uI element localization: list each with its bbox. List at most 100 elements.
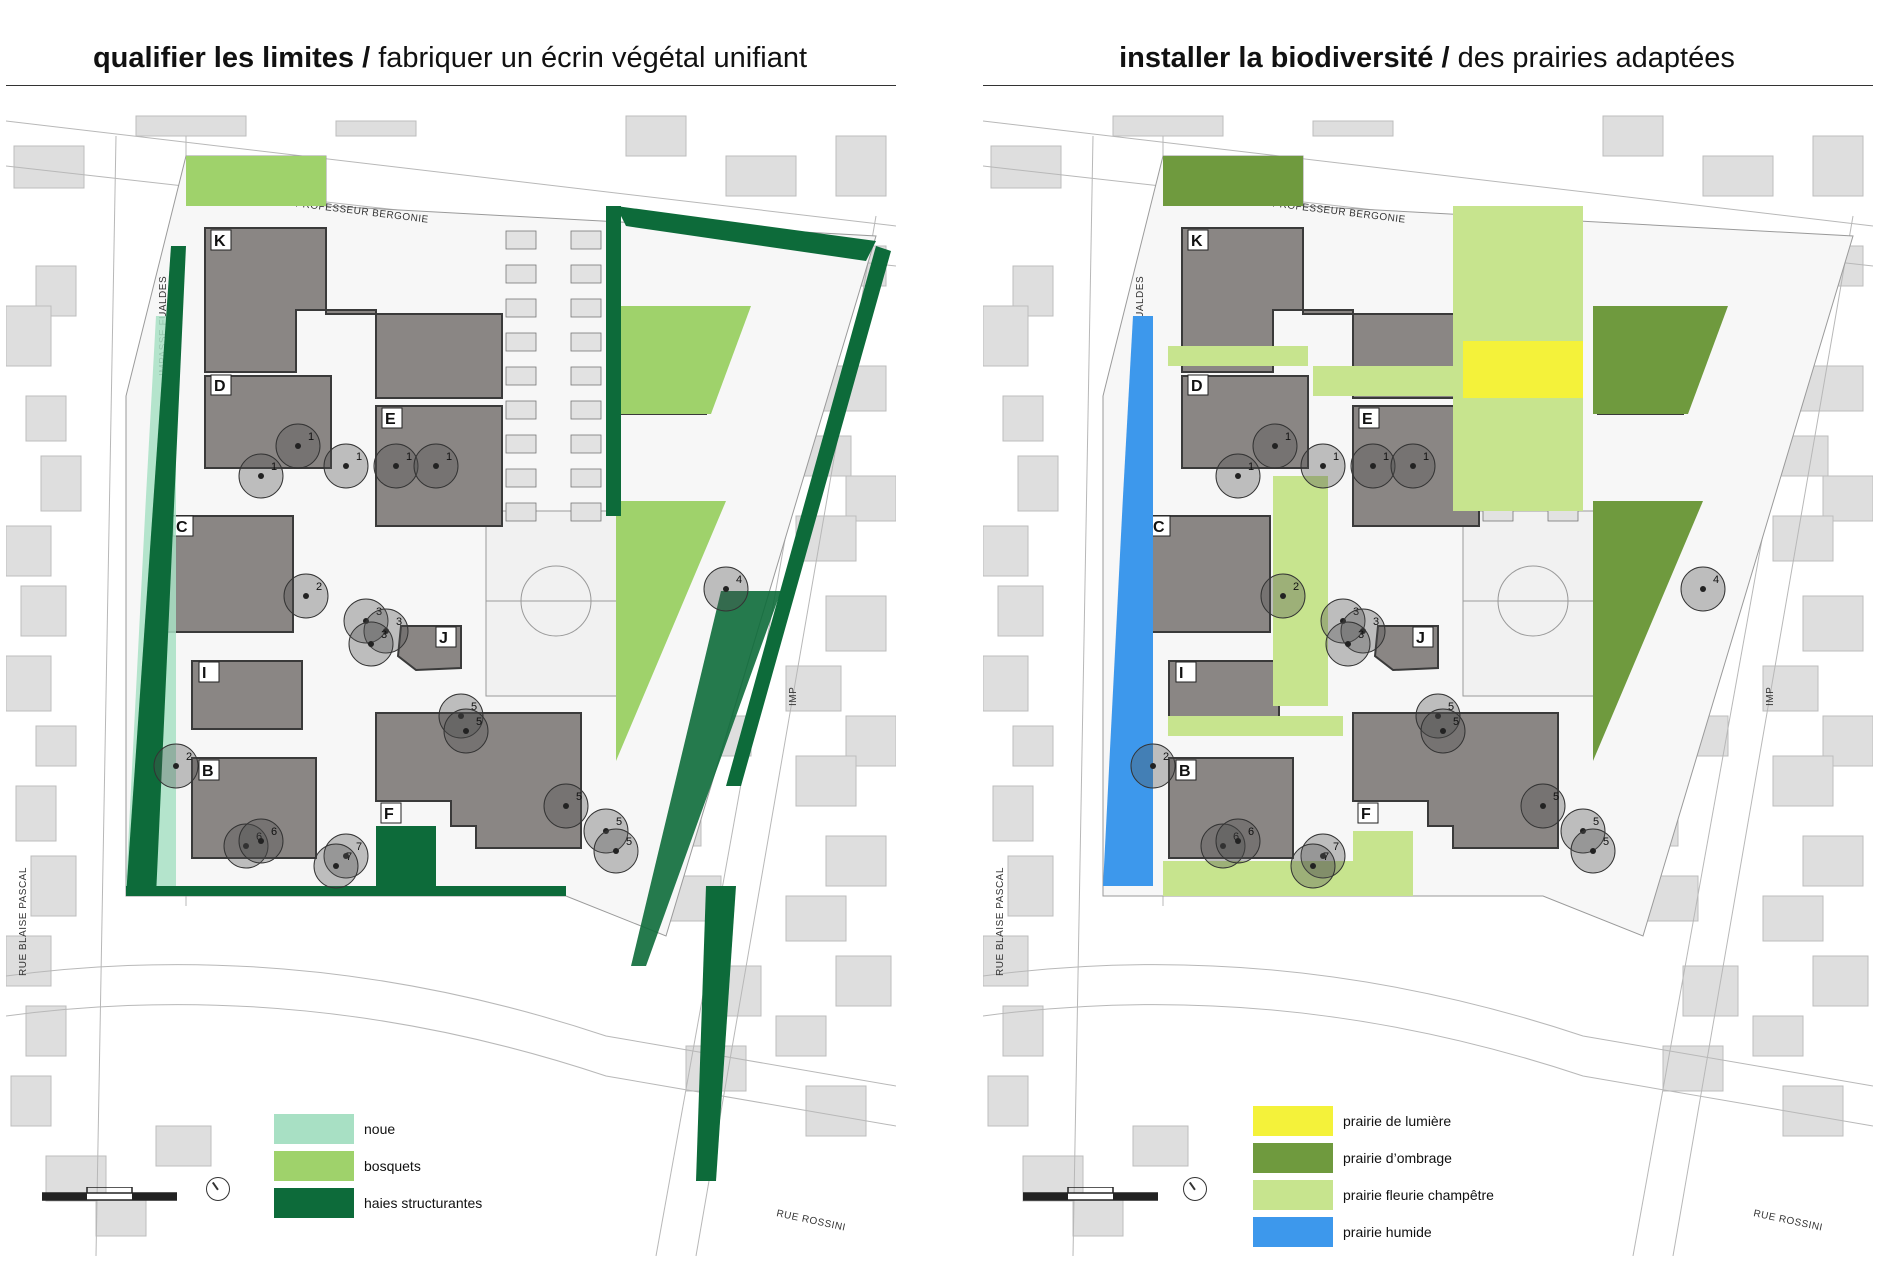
road-edge	[1672, 215, 1854, 1256]
bosquet-zone	[616, 501, 726, 761]
prairie-fleurie-zone	[1163, 861, 1383, 896]
title-rule	[983, 85, 1873, 86]
tree-trunk	[1150, 763, 1156, 769]
neighbor-building	[992, 785, 1034, 842]
tree-number: 1	[271, 461, 277, 473]
tree-number: 4	[736, 574, 742, 586]
neighbor-building	[983, 935, 1029, 987]
tree-trunk	[258, 838, 264, 844]
building-label: E	[1362, 411, 1373, 428]
neighbor-building	[1312, 120, 1394, 137]
neighbor-building	[987, 1075, 1029, 1127]
prairie-ombrage-zone	[1593, 306, 1728, 414]
tree-number: 6	[1248, 826, 1254, 838]
tree-number: 5	[471, 701, 477, 713]
haie-zone	[126, 886, 566, 896]
tree-number: 6	[271, 826, 277, 838]
bosquet-zone	[186, 156, 326, 206]
legend-label: haies structurantes	[364, 1195, 483, 1211]
neighbor-building	[845, 475, 896, 522]
neighbor-building	[725, 155, 797, 197]
prairie-fleurie-zone	[1353, 831, 1413, 896]
haie-zone	[606, 206, 621, 516]
panel-title: installer la biodiversité / des prairies…	[1119, 42, 1735, 74]
neighbor-building	[785, 895, 847, 942]
parking-space	[570, 332, 602, 352]
tree-trunk	[1320, 463, 1326, 469]
building-label-box	[198, 661, 220, 683]
building-label-box	[1187, 229, 1209, 251]
neighbor-building	[983, 305, 1029, 367]
legend-label: prairie de lumière	[1343, 1113, 1452, 1129]
tree-number: 3	[1358, 629, 1364, 641]
neighbor-building	[1682, 965, 1739, 1017]
panel-biodiversite: installer la biodiversité / des prairies…	[977, 0, 1877, 1277]
parking-space	[505, 366, 537, 386]
neighbor-building	[6, 655, 52, 712]
parking-space	[505, 332, 537, 352]
neighbor-building	[1007, 855, 1054, 917]
haie-zone	[631, 591, 781, 966]
haie-zone	[726, 246, 891, 786]
sports-court	[485, 510, 627, 697]
neighbor-building	[1017, 455, 1059, 512]
tree-number: 7	[356, 841, 362, 853]
tree-trunk	[458, 713, 464, 719]
tree-number: 3	[1373, 616, 1379, 628]
tree-number: 5	[1448, 701, 1454, 713]
neighbor-building	[805, 1085, 867, 1137]
tree-trunk	[1410, 463, 1416, 469]
building-label: K	[1191, 233, 1203, 250]
neighbor-building	[983, 655, 1029, 712]
tree-number: 1	[356, 451, 362, 463]
scale-bar	[41, 1186, 178, 1212]
tree-number: 1	[1383, 451, 1389, 463]
tree-number: 5	[1603, 836, 1609, 848]
neighbor-building	[6, 305, 52, 367]
tree-trunk	[723, 586, 729, 592]
building-b	[1168, 757, 1294, 859]
building-f	[375, 712, 582, 849]
tree-number: 3	[396, 616, 402, 628]
tree-trunk	[433, 463, 439, 469]
legend-label: noue	[364, 1121, 396, 1137]
tree-number: 5	[1453, 716, 1459, 728]
parking-space	[570, 298, 602, 318]
haie-zone	[696, 886, 736, 1181]
building-label: D	[1191, 378, 1203, 395]
neighbor-building	[997, 585, 1044, 637]
prairie-ombrage-zone	[1163, 156, 1303, 206]
building-label-box	[1175, 759, 1197, 781]
prairie-fleurie-zone	[1313, 366, 1453, 396]
road-edge	[983, 1004, 1873, 1127]
sports-court	[1462, 510, 1604, 697]
prairie-fleurie-zone	[1168, 716, 1343, 736]
parking-space	[505, 298, 537, 318]
neighbor-building	[1782, 1085, 1844, 1137]
parking-space	[505, 400, 537, 420]
neighbor-building	[25, 395, 67, 442]
neighbor-building	[825, 835, 887, 887]
neighbor-building	[25, 1005, 67, 1057]
tree-trunk	[1440, 728, 1446, 734]
legend-label: bosquets	[364, 1158, 421, 1174]
tree-trunk	[173, 763, 179, 769]
street-name-east: IMP	[788, 687, 799, 706]
building-label: F	[384, 806, 394, 823]
haie-zone	[376, 826, 436, 896]
tree-trunk	[343, 463, 349, 469]
tree-trunk	[295, 443, 301, 449]
neighbor-building	[155, 1125, 212, 1167]
tree-number: 3	[1353, 606, 1359, 618]
neighbor-building	[775, 1015, 827, 1057]
tree-trunk	[258, 473, 264, 479]
legend-item: prairie de lumière	[1253, 1106, 1451, 1136]
tree-number: 3	[381, 629, 387, 641]
neighbor-building	[1802, 595, 1864, 652]
tree-number: 5	[1593, 816, 1599, 828]
neighbor-building	[835, 955, 892, 1007]
panel-limites: qualifier les limites / fabriquer un écr…	[0, 0, 900, 1277]
road-edge	[6, 120, 896, 227]
parking-space	[570, 400, 602, 420]
road-edge	[983, 120, 1873, 227]
